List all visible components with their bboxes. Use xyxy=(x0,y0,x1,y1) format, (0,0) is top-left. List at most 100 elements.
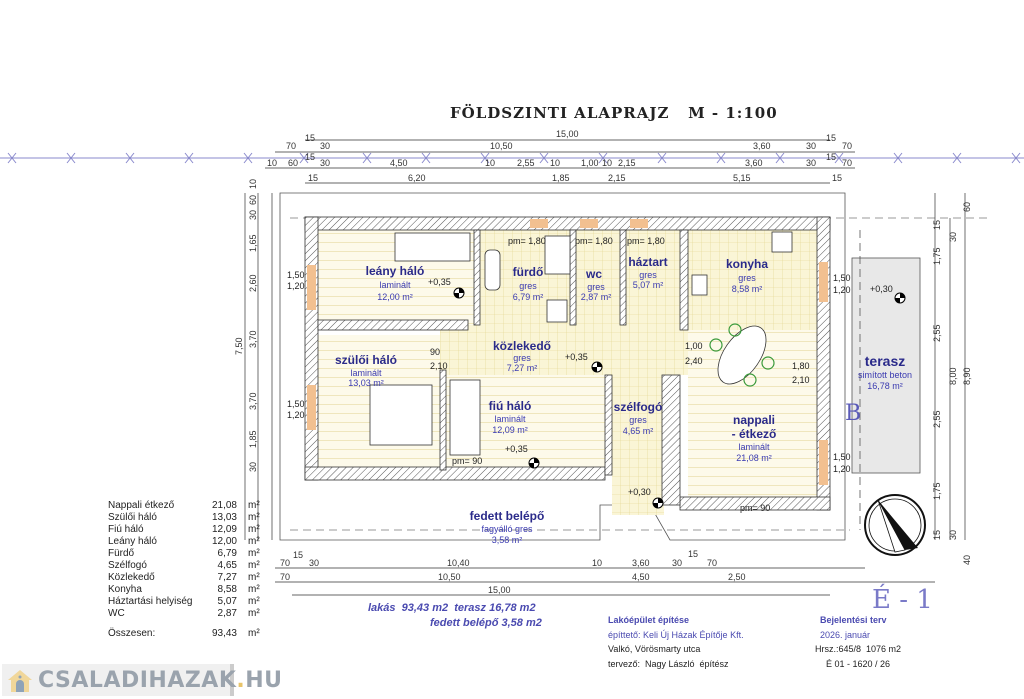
dimension-label: 1,50 xyxy=(833,452,851,462)
dimension-label: 15 xyxy=(293,550,303,560)
dimension-label: fedett belépő xyxy=(470,509,545,523)
dimension-label: 2026. január xyxy=(820,630,870,640)
dimension-label: 1,65 xyxy=(248,234,258,252)
dimension-label: pm= 1,80 xyxy=(575,236,613,246)
dimension-label: wc xyxy=(585,267,602,281)
floors xyxy=(318,230,818,515)
dimension-label: 4,50 xyxy=(632,572,650,582)
walls xyxy=(304,216,831,511)
dimension-label: 6,79 xyxy=(218,548,238,559)
room-fiu-halo: fiú háló laminált 12,09 m² xyxy=(489,399,532,435)
dimension-label: m² xyxy=(248,572,260,583)
site-logo[interactable]: CSALADIHAZAK.HU xyxy=(2,664,282,696)
dimension-label: gres xyxy=(639,270,657,280)
room-konyha: konyha gres 8,58 m² xyxy=(726,257,768,294)
dimension-label: 60 xyxy=(288,158,298,168)
dimension-label: m² xyxy=(248,524,260,535)
dimension-label: szélfogó xyxy=(614,400,663,414)
dimension-label: 1,80 xyxy=(792,361,810,371)
furniture xyxy=(369,231,793,456)
dimension-label: 21,08 xyxy=(212,500,237,511)
dimension-label: gres xyxy=(519,281,537,291)
dimension-label: simított beton xyxy=(858,370,912,380)
room-kozlekedo: közlekedő gres 7,27 m² xyxy=(493,339,551,373)
chairs xyxy=(709,323,775,387)
dimension-label: 12,09 xyxy=(212,524,237,535)
dimension-label: 3,70 xyxy=(248,392,258,410)
eaves-line xyxy=(290,217,990,531)
dimension-label: 6,20 xyxy=(408,173,426,183)
dimension-label: 1,75 xyxy=(932,482,942,500)
room-szelfogo: szélfogó gres 4,65 m² xyxy=(614,400,663,436)
dimension-label: m² xyxy=(248,536,260,547)
dimension-label: Nappali étkező xyxy=(108,500,175,511)
dimension-label: 4,50 xyxy=(390,158,408,168)
room-szuloi-halo: szülői háló laminált 13,03 m² xyxy=(335,353,397,388)
level-label: +0,30 xyxy=(628,487,651,497)
dimension-label: 8,58 m² xyxy=(732,284,763,294)
dimension-label: 2,87 m² xyxy=(581,292,612,302)
windows xyxy=(307,219,828,485)
dimension-label: m² xyxy=(248,584,260,595)
dimension-label: 3,70 xyxy=(248,330,258,348)
dimension-label: m² xyxy=(248,548,260,559)
dimension-label: 1,20 xyxy=(287,281,305,291)
dimension-label: 7,27 xyxy=(218,572,238,583)
logo-text: CSALADIHAZAK.HU xyxy=(38,668,283,693)
dimension-label: 30 xyxy=(948,530,958,540)
dimension-label: É 01 - 1620 / 26 xyxy=(826,659,890,669)
dimension-label: 2,15 xyxy=(608,173,626,183)
dimension-label: 15 xyxy=(832,173,842,183)
dimension-label: 93,43 xyxy=(212,628,237,639)
level-label: +0,35 xyxy=(505,444,528,454)
dimension-label: 70 xyxy=(842,158,852,168)
dimension-label: 30 xyxy=(309,558,319,568)
dimension-label: 8,90 xyxy=(962,367,972,385)
dimension-label: 60 xyxy=(248,195,258,205)
dimension-label: 70 xyxy=(280,558,290,568)
dimension-label: pm= 1,80 xyxy=(508,236,546,246)
level-label: +0,30 xyxy=(870,284,893,294)
terrace-area xyxy=(851,257,921,474)
dimension-label: 16,78 m² xyxy=(867,381,903,391)
dimension-label: 30 xyxy=(248,210,258,220)
dimension-label: 12,00 xyxy=(212,536,237,547)
room-wc: wc gres 2,87 m² xyxy=(581,267,612,302)
dimension-label: 30 xyxy=(806,158,816,168)
dim-label: 15,00 xyxy=(556,129,579,139)
dimension-label: 10 xyxy=(550,158,560,168)
logo-text-dot: . xyxy=(236,667,246,693)
dimension-label: 1,50 xyxy=(833,273,851,283)
dimension-label: Hrsz.:645/8 1076 m2 xyxy=(815,644,901,654)
dimension-label: 1,85 xyxy=(552,173,570,183)
dimension-label: közlekedő xyxy=(493,339,551,353)
dimension-label: m² xyxy=(248,560,260,571)
room-haztart: háztart gres 5,07 m² xyxy=(628,255,667,290)
left-dim-labels: 7,50 2,60 3,70 3,70 1,85 1,65 30 60 10 3… xyxy=(234,179,258,472)
top-dimensions xyxy=(265,139,855,184)
dimension-label: laminált xyxy=(738,442,770,452)
dimension-label: 10,50 xyxy=(438,572,461,582)
dimension-label: 6,79 m² xyxy=(513,292,544,302)
dimension-label: 10 xyxy=(267,158,277,168)
level-label: +0,35 xyxy=(565,352,588,362)
dimension-label: 70 xyxy=(280,572,290,582)
dimension-label: Összesen: xyxy=(108,627,155,639)
dimension-label: pm= 90 xyxy=(452,456,482,466)
dimension-label: Háztartási helyiség xyxy=(108,596,192,607)
dimension-label: 15 xyxy=(305,133,315,143)
dimension-label: 3,60 xyxy=(753,141,771,151)
dimension-label: 7,27 m² xyxy=(507,363,538,373)
dimension-label: 13,03 xyxy=(212,512,237,523)
dimension-label: 1,00 xyxy=(685,341,703,351)
dimension-label: 15 xyxy=(308,173,318,183)
dimension-label: Konyha xyxy=(108,584,142,595)
dimension-label: WC xyxy=(108,608,125,619)
right-dim-labels: 60 15 30 1,75 2,55 8,00 8,90 2,55 1,75 1… xyxy=(932,202,972,565)
dimension-label: 70 xyxy=(842,141,852,151)
bottom-dim-row2: 70 10,50 4,50 2,50 xyxy=(280,572,746,582)
dimension-label: 15 xyxy=(826,133,836,143)
dimension-label: 15 xyxy=(932,220,942,230)
dimension-label: konyha xyxy=(726,257,768,271)
dimension-label: 70 xyxy=(286,141,296,151)
